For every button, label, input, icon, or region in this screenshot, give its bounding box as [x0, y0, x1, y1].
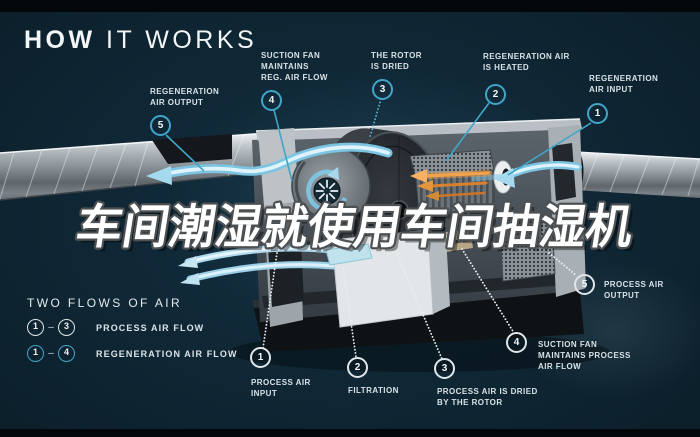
intake-opening [268, 244, 304, 307]
callout-label-process-dried: PROCESS AIR IS DRIED BY THE ROTOR [437, 387, 538, 407]
number-badge-regen-5: 5 [150, 115, 171, 136]
cabinet-top-beam [256, 119, 582, 141]
legend-row-regen: 1 – 4 REGENERATION AIR FLOW [27, 345, 238, 362]
legend: TWO FLOWS OF AIR 1 – 3 PROCESS AIR FLOW … [27, 296, 238, 362]
leader-lines [165, 98, 592, 360]
legend-title: TWO FLOWS OF AIR [27, 296, 183, 310]
callout-label-process-air-input: PROCESS AIR INPUT [251, 378, 311, 398]
letterbox-bottom [0, 429, 700, 437]
legend-label-regen: REGENERATION AIR FLOW [96, 348, 238, 359]
heater-arrows [410, 169, 492, 201]
filter-panel [499, 219, 556, 282]
number-badge-process-5: 5 [574, 274, 595, 295]
legend-dash: – [48, 348, 54, 359]
filter-sheet [325, 243, 373, 266]
callout-label-filtration: FILTRATION [348, 386, 399, 395]
callout-label-regen-heated: REGENERATION AIR IS HEATED [483, 52, 570, 72]
number-badge-regen-1: 1 [587, 103, 608, 124]
fan-spokes [315, 179, 339, 203]
page-title: HOW IT WORKS [24, 26, 257, 55]
callout-label-regen-air-output: REGENERATION AIR OUTPUT [150, 87, 220, 107]
callout-label-suction-fan-process: SUCTION FAN MAINTAINS PROCESS AIR FLOW [538, 340, 631, 371]
legend-dash: – [48, 322, 54, 333]
legend-circle-process-start: 1 [27, 319, 44, 336]
process-fan [291, 146, 371, 226]
title-rest: IT WORKS [95, 26, 258, 54]
number-badge-regen-3: 3 [372, 79, 393, 100]
legend-circle-regen-start: 1 [27, 345, 44, 362]
process-input-arrows [178, 244, 338, 285]
right-duct [570, 151, 700, 198]
number-badge-process-1: 1 [250, 347, 271, 368]
legend-row-process: 1 – 3 PROCESS AIR FLOW [27, 319, 238, 336]
callout-label-regen-air-input: REGENERATION AIR INPUT [589, 74, 659, 94]
number-badge-regen-4: 4 [261, 90, 282, 111]
number-badge-process-4: 4 [506, 332, 527, 353]
legend-circle-process-end: 3 [58, 319, 75, 336]
fan-swirl-arrow [306, 169, 348, 213]
number-badge-regen-2: 2 [485, 84, 506, 105]
front-panels [325, 229, 450, 328]
letterbox-top [0, 0, 700, 12]
callout-label-rotor-dried: THE ROTOR IS DRIED [371, 51, 423, 71]
number-badge-process-2: 2 [347, 357, 368, 378]
callout-label-suction-fan-regen: SUCTION FAN MAINTAINS REG. AIR FLOW [261, 51, 328, 82]
legend-label-process: PROCESS AIR FLOW [96, 322, 205, 333]
title-bold: HOW [24, 26, 96, 54]
callout-label-process-air-output: PROCESS AIR OUTPUT [604, 280, 664, 300]
legend-circle-regen-end: 4 [58, 345, 75, 362]
number-badge-process-3: 3 [434, 358, 455, 379]
